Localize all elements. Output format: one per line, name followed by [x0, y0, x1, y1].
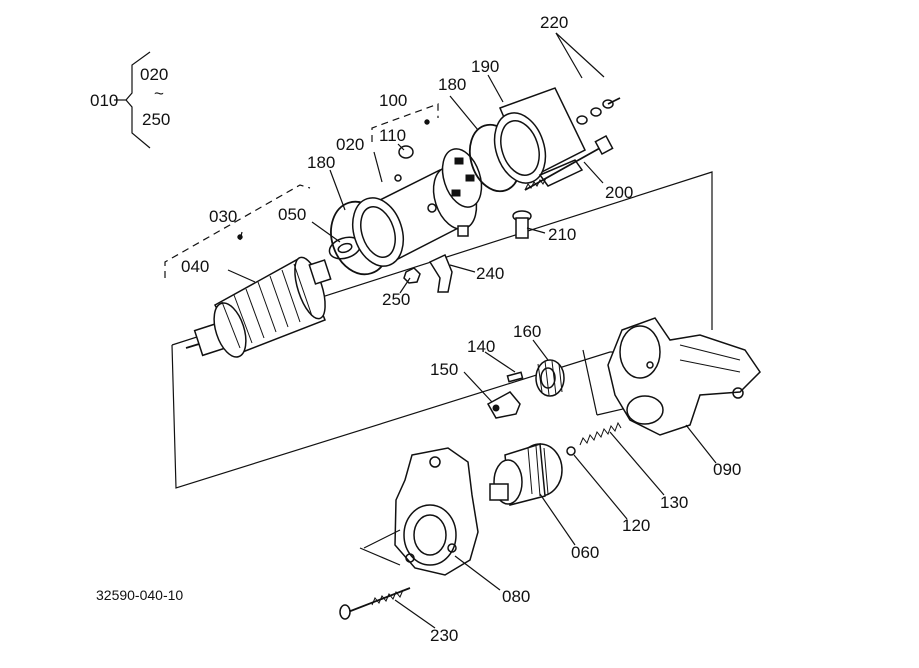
label-100: 100 [379, 91, 407, 110]
label-230: 230 [430, 626, 458, 645]
overrunning-clutch-part [489, 443, 563, 506]
label-200: 200 [605, 183, 633, 202]
label-140: 140 [467, 337, 495, 356]
group-bracket [114, 51, 151, 149]
label-150: 150 [430, 360, 458, 379]
marker-dot-100 [424, 119, 430, 125]
diagram-code: 32590-040-10 [96, 587, 183, 603]
retainer-part [486, 391, 521, 419]
bolt-230-part [339, 587, 411, 620]
screw-set-part [576, 97, 621, 125]
rear-cover-part [493, 87, 586, 187]
brush-spring-part [428, 253, 453, 293]
through-bolt-part [524, 134, 614, 191]
marker-dot-030 [237, 234, 243, 240]
label-020-group: 020 [140, 65, 168, 84]
label-210: 210 [548, 225, 576, 244]
label-090: 090 [713, 460, 741, 479]
label-180-right: 180 [438, 75, 466, 94]
label-180-left: 180 [307, 153, 335, 172]
label-190: 190 [471, 57, 499, 76]
label-040: 040 [181, 257, 209, 276]
label-020: 020 [336, 135, 364, 154]
label-060: 060 [571, 543, 599, 562]
pinion-gear-part [535, 359, 565, 397]
armature-part [185, 256, 332, 358]
label-010: 010 [90, 91, 118, 110]
label-240: 240 [476, 264, 504, 283]
label-160: 160 [513, 322, 541, 341]
label-080: 080 [502, 587, 530, 606]
steel-ball-part [566, 446, 576, 456]
label-030: 030 [209, 207, 237, 226]
label-250-group: 250 [142, 110, 170, 129]
spring-part [579, 421, 622, 446]
tilde-symbol: ~ [154, 84, 164, 103]
bracket-100 [371, 103, 439, 142]
label-120: 120 [622, 516, 650, 535]
screw-210-part [512, 210, 532, 239]
roller-part [506, 371, 524, 383]
drive-housing-part [394, 447, 479, 576]
label-050: 050 [278, 205, 306, 224]
label-110: 110 [379, 126, 406, 145]
label-130: 130 [660, 493, 688, 512]
nut-part [403, 267, 421, 284]
gear-housing-part [607, 317, 761, 436]
label-220: 220 [540, 13, 568, 32]
label-250: 250 [382, 290, 410, 309]
